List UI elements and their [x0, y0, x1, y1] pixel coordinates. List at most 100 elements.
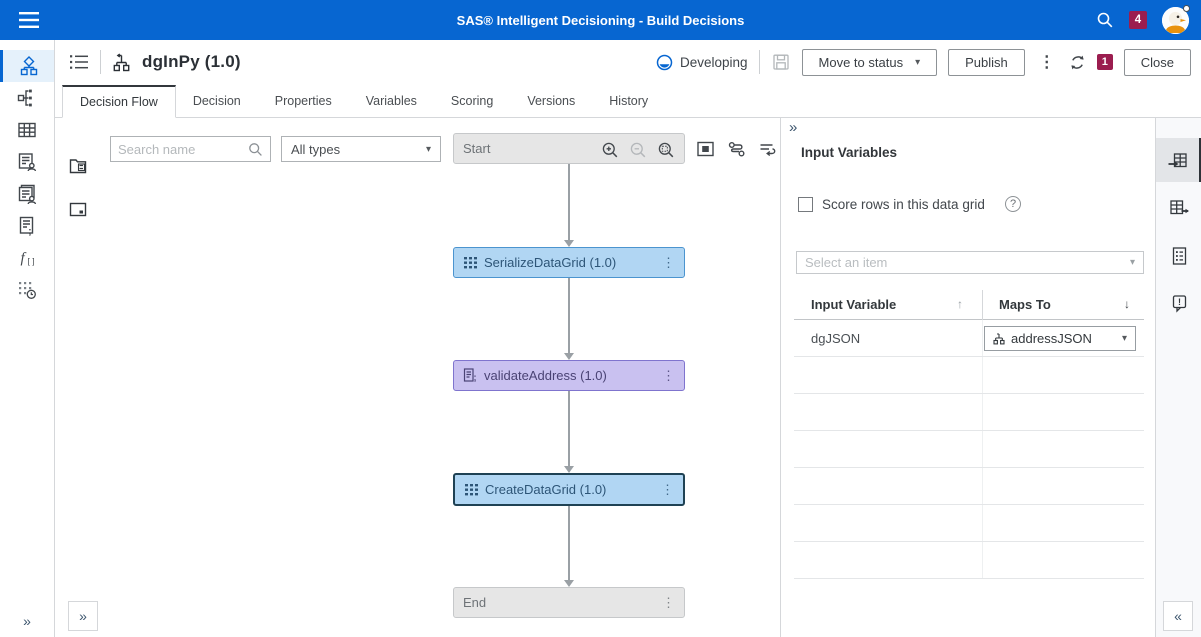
chevron-right-icon: »	[79, 608, 87, 624]
status-control[interactable]: Developing	[656, 54, 748, 71]
move-to-status-button[interactable]: Move to status ▾	[801, 48, 938, 76]
svg-text:;: ;	[474, 373, 477, 383]
properties-tab[interactable]	[1156, 239, 1201, 273]
connector-arrow	[564, 580, 574, 587]
publish-button[interactable]: Publish	[948, 48, 1025, 76]
connector-arrow	[564, 353, 574, 360]
data-grid-icon	[464, 256, 477, 268]
table-empty-row	[794, 394, 1144, 431]
code-file-icon: ;	[19, 216, 34, 237]
document-title: dgInPy (1.0)	[142, 52, 241, 71]
tab-versions[interactable]: Versions	[510, 84, 592, 117]
divider	[758, 50, 760, 74]
zoom-in-icon[interactable]	[601, 141, 619, 159]
type-filter-value: All types	[291, 141, 341, 157]
flow-node-start[interactable]: Start	[453, 133, 685, 164]
decision-flow-icon	[20, 56, 37, 76]
decision-flow-canvas[interactable]: » All types ▾ Start SerializeDataGrid (1…	[55, 118, 780, 637]
nav-code-files[interactable]: ;	[0, 210, 54, 242]
node-search-input[interactable]	[118, 141, 248, 157]
tab-properties[interactable]: Properties	[258, 84, 349, 117]
svg-text:f: f	[21, 251, 27, 267]
chevron-left-icon: «	[1174, 608, 1182, 624]
avatar[interactable]	[1162, 4, 1190, 34]
canvas-view-tools	[696, 140, 777, 158]
nav-lookup-tables[interactable]	[0, 114, 54, 146]
flow-node-createdatagrid[interactable]: CreateDataGrid (1.0) ⋮	[453, 473, 685, 506]
nav-rule-sets[interactable]	[0, 146, 54, 178]
column-divider	[982, 320, 983, 579]
developing-status-icon	[656, 54, 673, 70]
tab-bar: Decision Flow Decision Properties Variab…	[55, 84, 1201, 118]
tab-decision[interactable]: Decision	[176, 84, 258, 117]
nav-rule-set-groups[interactable]	[0, 178, 54, 210]
rulesets-person-icon	[18, 184, 37, 205]
node-kebab-menu[interactable]: ⋮	[661, 481, 674, 497]
function-icon: f[ ]	[21, 251, 35, 267]
column-header-input-variable[interactable]: Input Variable	[811, 297, 897, 312]
tab-variables[interactable]: Variables	[349, 84, 434, 117]
refresh-icon[interactable]	[1069, 54, 1086, 71]
connector-line	[568, 391, 570, 466]
flow-node-end[interactable]: End ⋮	[453, 587, 685, 618]
hamburger-menu-icon[interactable]	[18, 10, 40, 30]
input-variables-tab[interactable]	[1156, 138, 1201, 182]
code-file-icon: ;	[463, 368, 477, 383]
sort-descending-icon: ↓	[1124, 297, 1130, 311]
more-actions-kebab[interactable]: ⋮	[1038, 54, 1055, 71]
expand-left-rail-chevron[interactable]: »	[23, 613, 31, 629]
node-kebab-menu[interactable]: ⋮	[662, 594, 675, 610]
path-layout-icon[interactable]	[727, 140, 746, 158]
save-icon[interactable]	[771, 52, 791, 72]
column-header-maps-to[interactable]: Maps To	[999, 297, 1051, 312]
tab-history[interactable]: History	[592, 84, 665, 117]
node-kebab-menu[interactable]: ⋮	[662, 254, 675, 270]
notification-badge[interactable]: 4	[1129, 11, 1147, 29]
select-item-dropdown[interactable]: Select an item ▾	[796, 251, 1144, 274]
notes-panel-icon[interactable]	[69, 202, 87, 217]
table-empty-row	[794, 468, 1144, 505]
close-button[interactable]: Close	[1123, 48, 1191, 76]
help-icon[interactable]: ?	[1005, 196, 1021, 212]
document-header: dgInPy (1.0) Developing Move to status ▾…	[55, 40, 1201, 84]
list-view-button[interactable]	[69, 53, 89, 71]
tab-scoring[interactable]: Scoring	[434, 84, 510, 117]
input-variables-icon	[1168, 152, 1187, 167]
node-kebab-menu[interactable]: ⋮	[662, 367, 675, 383]
node-label: End	[463, 595, 487, 610]
zoom-toolbar	[601, 141, 675, 159]
nav-decision-flows[interactable]	[0, 50, 54, 82]
type-filter-select[interactable]: All types ▾	[281, 136, 441, 162]
maps-to-dropdown[interactable]: addressJSON ▾	[984, 326, 1136, 351]
node-label: CreateDataGrid (1.0)	[485, 482, 607, 497]
reorder-flow-icon[interactable]	[758, 140, 777, 158]
flow-node-serializedatagrid[interactable]: SerializeDataGrid (1.0) ⋮	[453, 247, 685, 278]
nav-treatments[interactable]	[0, 82, 54, 114]
overview-map-icon[interactable]	[696, 140, 715, 158]
flow-node-validateaddress[interactable]: ; validateAddress (1.0) ⋮	[453, 360, 685, 391]
nav-functions[interactable]: f[ ]	[0, 242, 54, 274]
input-variables-panel: » Input Variables Score rows in this dat…	[780, 118, 1155, 637]
search-icon[interactable]	[1096, 11, 1114, 29]
messages-tab[interactable]: !	[1156, 286, 1201, 320]
output-variables-tab[interactable]	[1156, 190, 1201, 224]
collapse-right-rail-chevron[interactable]: «	[1163, 601, 1193, 631]
caret-down-icon: ▾	[915, 56, 921, 68]
zoom-out-icon[interactable]	[629, 141, 647, 159]
collapse-panel-chevron[interactable]: »	[789, 119, 798, 136]
connector-arrow	[564, 240, 574, 247]
mapping-table-header: Input Variable ↑ Maps To ↓	[794, 290, 1144, 320]
connector-arrow	[564, 466, 574, 473]
expand-objects-panel-chevron[interactable]: »	[68, 601, 98, 631]
caret-down-icon: ▾	[425, 143, 431, 155]
nav-scheduled-jobs[interactable]	[0, 274, 54, 306]
zoom-fit-icon[interactable]	[657, 141, 675, 159]
list-properties-icon	[1172, 247, 1186, 265]
tree-branch-icon	[17, 89, 32, 107]
objects-panel-icon[interactable]	[69, 158, 87, 174]
table-empty-row	[794, 542, 1144, 579]
score-rows-checkbox[interactable]	[798, 197, 813, 212]
tab-decision-flow[interactable]: Decision Flow	[62, 85, 176, 118]
tab-label: Versions	[527, 93, 576, 108]
